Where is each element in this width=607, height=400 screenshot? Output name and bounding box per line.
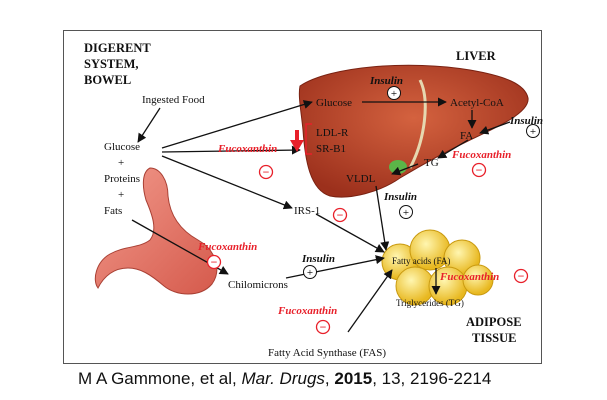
glucose-liver-label: Glucose <box>316 97 352 109</box>
fucoxanthin-adipose-label: Fucoxanthin <box>439 271 499 283</box>
fucoxanthin-down-arrow <box>290 130 304 152</box>
svg-text:+: + <box>307 267 313 279</box>
caption-authors: M A Gammone, et al, <box>78 369 242 388</box>
svg-text:−: − <box>263 165 270 179</box>
caption-separator: , <box>324 369 335 388</box>
proteins-label: Proteins <box>104 173 140 185</box>
arrow-chilomicrons-to-adipose <box>285 255 385 279</box>
arrow-glucose-to-liver <box>161 100 313 149</box>
digestive-heading-2: SYSTEM, <box>84 57 139 71</box>
adipose-cells-image <box>381 229 494 306</box>
svg-text:−: − <box>320 320 327 334</box>
insulin-top-label: Insulin <box>369 75 403 87</box>
ldlr-bracket <box>305 123 312 155</box>
sr-b1-label: SR-B1 <box>316 143 346 155</box>
svg-text:−: − <box>476 163 483 177</box>
fas-label: Fatty Acid Synthase (FAS) <box>268 347 386 359</box>
caption-year: 2015 <box>334 369 373 388</box>
insulin-right-label: Insulin <box>509 115 543 127</box>
adipose-heading-1: ADIPOSE <box>466 315 522 329</box>
fucoxanthin-minus-circle-stomach: − <box>206 254 222 270</box>
svg-text:+: + <box>530 126 536 138</box>
svg-text:+: + <box>391 88 397 100</box>
fucoxanthin-stomach-label: Fucoxanthin <box>197 241 257 253</box>
liver-heading: LIVER <box>456 49 497 63</box>
arrow-vldl-to-adipose <box>375 185 390 251</box>
fucoxanthin-fas-label: Fucoxanthin <box>277 305 337 317</box>
fatty-acids-label: Fatty acids (FA) <box>392 256 450 266</box>
caption-journal: Mar. Drugs <box>241 369 325 388</box>
svg-text:+: + <box>403 207 409 219</box>
stomach-image <box>94 167 218 295</box>
digestive-heading-1: DIGERENT <box>84 41 151 55</box>
arrow-glucose-to-irs1 <box>161 155 293 210</box>
fucoxanthin-liver-right-label: Fucoxanthin <box>451 149 511 161</box>
fucoxanthin-minus-circle-liver-right: − <box>471 162 487 178</box>
fucoxanthin-minus-circle-adipose: − <box>513 268 529 284</box>
insulin-vldl-label: Insulin <box>383 191 417 203</box>
arrow-irs1-to-adipose <box>315 213 385 253</box>
svg-text:−: − <box>518 269 525 283</box>
fucoxanthin-minus-circle-fas: − <box>315 319 331 335</box>
plus-label-1: + <box>118 157 124 169</box>
acetyl-coa-label: Acetyl-CoA <box>450 97 504 109</box>
citation-caption: M A Gammone, et al, Mar. Drugs, 2015, 13… <box>78 369 491 389</box>
glucose-left-label: Glucose <box>104 141 140 153</box>
irs1-label: IRS-1 <box>294 205 320 217</box>
ingested-food-label: Ingested Food <box>142 94 205 106</box>
arrow-glucose-to-ldlr <box>161 145 301 155</box>
fucoxanthin-minus-circle-irs1: − <box>332 207 348 223</box>
fucoxanthin-liver-left-label: Fucoxanthin <box>217 143 277 155</box>
svg-text:−: − <box>337 208 344 222</box>
adipose-heading-2: TISSUE <box>472 331 516 345</box>
insulin-plus-circle-chylo: + <box>303 265 317 279</box>
fa-liver-label: FA <box>460 130 473 142</box>
insulin-plus-circle-vldl: + <box>399 205 413 219</box>
ldl-r-label: LDL-R <box>316 127 349 139</box>
digestive-heading-3: BOWEL <box>84 73 131 87</box>
arrow-insulin-to-fa <box>479 121 511 135</box>
caption-volume-pages: , 13, 2196-2214 <box>372 369 492 388</box>
insulin-chylo-label: Insulin <box>301 253 335 265</box>
arrow-fa-to-tg <box>437 139 469 159</box>
arrow-fas-to-adipose <box>347 269 393 333</box>
svg-text:−: − <box>211 255 218 269</box>
triglycerides-label: Triglycerides (TG) <box>396 298 464 308</box>
insulin-plus-circle-right: + <box>526 124 540 138</box>
arrow-food-to-glucose <box>137 107 161 143</box>
fucoxanthin-minus-circle-liver-left: − <box>258 164 274 180</box>
tg-liver-label: TG <box>424 157 439 169</box>
fats-label: Fats <box>104 205 122 217</box>
vldl-label: VLDL <box>346 173 376 185</box>
chilomicrons-label: Chilomicrons <box>228 279 288 291</box>
plus-label-2: + <box>118 189 124 201</box>
arrow-tg-to-vldl <box>391 163 419 176</box>
insulin-plus-circle-top: + <box>387 86 401 100</box>
